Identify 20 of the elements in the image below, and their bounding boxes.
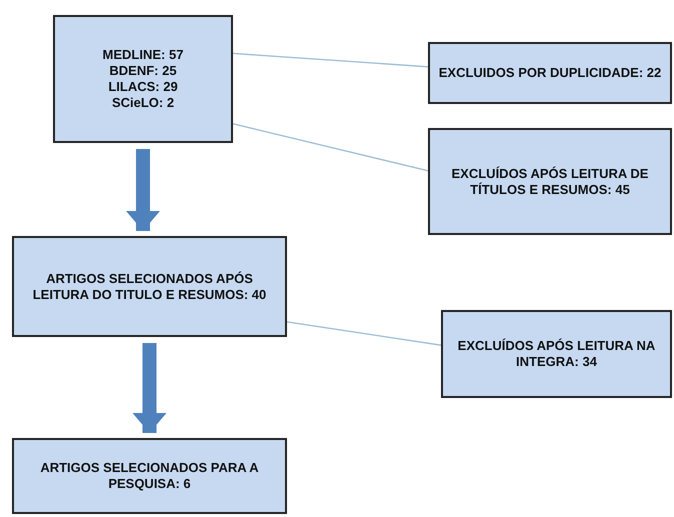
process-box (441, 310, 672, 398)
box-text: ARTIGOS SELECIONADOS PARA A PESQUISA: 6 (39, 460, 260, 492)
box-text: SCieLO: 2 (112, 95, 174, 111)
block-arrow (126, 149, 160, 231)
connector-line (232, 123, 428, 172)
process-box (428, 128, 672, 235)
box-text: EXCLUÍDOS APÓS LEITURA NA INTEGRA: 34 (456, 338, 656, 370)
connector-line (232, 52, 428, 68)
connector-line (286, 321, 442, 346)
block-arrow (132, 343, 166, 433)
process-box (12, 438, 287, 514)
box-text: ARTIGOS SELECIONADOS APÓS LEITURA DO TITULO E RESUMOS: 40 (32, 270, 268, 302)
process-box (428, 42, 672, 104)
box-text: BDENF: 25 (109, 63, 177, 79)
box-text: LILACS: 29 (108, 79, 178, 95)
process-box (12, 236, 287, 337)
box-text: MEDLINE: 57 (102, 47, 184, 63)
box-text: EXCLUÍDOS APÓS LEITURA DE TÍTULOS E RESUMOS: 45 (450, 166, 650, 198)
process-box (53, 15, 233, 143)
box-text: EXCLUIDOS POR DUPLICIDADE: 22 (438, 65, 662, 81)
